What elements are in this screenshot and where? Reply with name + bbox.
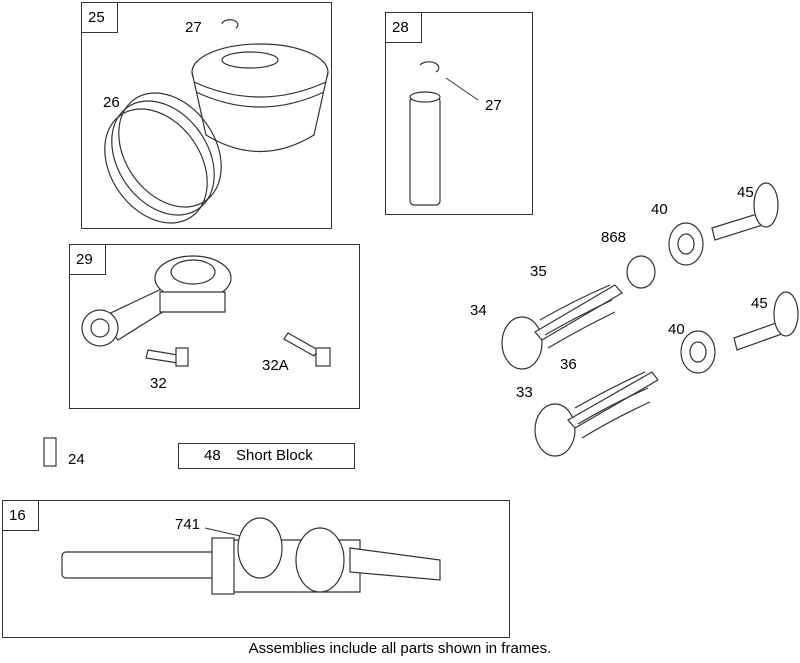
short-block-label: Short Block <box>236 447 313 464</box>
label-piston: 26 <box>103 94 120 111</box>
short-block-number: 48 <box>204 447 221 464</box>
frame-piston-number: 25 <box>82 3 118 33</box>
label-retainer: 868 <box>601 229 627 246</box>
short-block-box: 48 Short Block <box>178 443 355 469</box>
frame-pin-number: 28 <box>386 13 422 43</box>
frame-crank-number: 16 <box>3 501 39 531</box>
tappet-drawings <box>711 182 799 351</box>
key-drawing <box>43 437 57 467</box>
rotator-drawings <box>668 222 716 374</box>
label-spring-bottom: 36 <box>560 356 577 373</box>
label-exhaust-valve: 34 <box>470 302 487 319</box>
label-rod-bolt-alt: 32A <box>262 357 289 374</box>
label-piston-clip: 27 <box>185 19 202 36</box>
frame-connecting-rod: 29 <box>69 244 360 409</box>
frame-piston: 25 <box>81 2 332 229</box>
footer-note: Assemblies include all parts shown in fr… <box>248 640 552 657</box>
valve-bottom-drawing <box>534 371 659 457</box>
label-rotator-top: 40 <box>651 201 668 218</box>
label-rod-bolt: 32 <box>150 375 167 392</box>
label-intake-valve: 33 <box>516 384 533 401</box>
frame-rod-number: 29 <box>70 245 106 275</box>
retainer-drawing <box>626 255 656 289</box>
frame-piston-pin: 28 <box>385 12 533 215</box>
label-rotator-bottom: 40 <box>668 321 685 338</box>
label-key: 24 <box>68 451 85 468</box>
label-spring-top: 35 <box>530 263 547 280</box>
label-tappet-top: 45 <box>737 184 754 201</box>
frame-crankshaft: 16 <box>2 500 510 638</box>
label-gear: 741 <box>175 516 201 533</box>
label-pin-clip: 27 <box>485 97 502 114</box>
label-tappet-bottom: 45 <box>751 295 768 312</box>
